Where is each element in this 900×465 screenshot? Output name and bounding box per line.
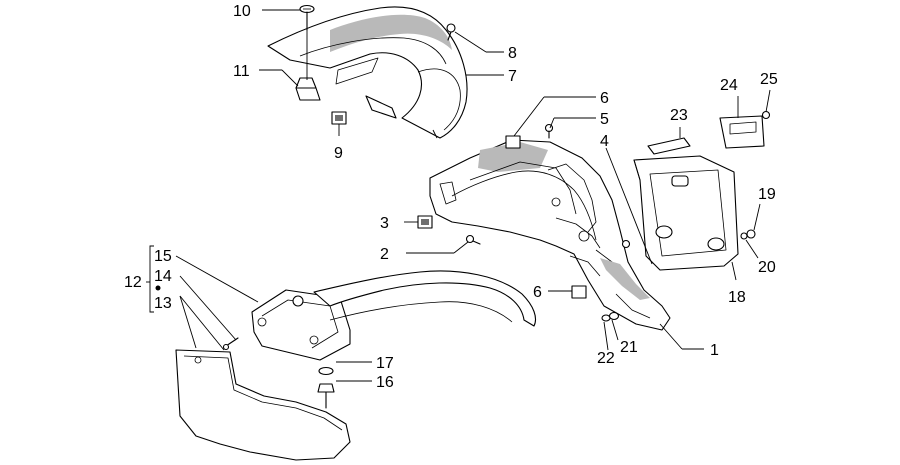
callout-12: 12 [124,274,142,291]
part-clip-6-upper [505,135,521,149]
part-screw-4 [621,239,631,249]
callout-labels: 1 2 3 4 5 6 6 7 8 9 10 11 12 13 14 15 16… [124,3,778,391]
part-screw-5 [544,123,554,139]
callout-24: 24 [720,77,738,94]
callout-25: 25 [760,71,778,88]
part-screw-19-20 [740,229,756,240]
callout-5: 5 [600,111,609,128]
part-screw-10 [299,4,315,31]
part-washer-21-22 [601,311,620,322]
callout-10: 10 [233,3,251,20]
callout-8: 8 [508,45,517,62]
part-clip-9 [331,111,347,125]
bullet-dot [155,285,161,291]
part-screw-25 [761,110,771,120]
part-clip-3 [417,215,433,229]
leader-lines [146,9,771,382]
part-washer-17 [318,366,334,376]
part-rear-mudguard [429,139,671,331]
callout-11: 11 [233,63,250,80]
callout-18: 18 [728,289,746,306]
part-clip-nut-11 [295,77,321,101]
callout-13: 13 [154,295,172,312]
part-seat-cover [267,6,468,139]
callout-20: 20 [758,259,776,276]
part-bolt-16 [317,383,335,409]
part-mud-flap [175,349,351,461]
callout-19: 19 [758,186,776,203]
part-reflector-23 [647,137,691,155]
part-plate-light-24 [719,115,765,149]
part-screw-8 [446,23,456,41]
part-license-plate-holder [633,155,739,271]
callout-21: 21 [620,339,638,356]
callout-3: 3 [380,215,389,232]
callout-22: 22 [597,350,615,367]
callout-16: 16 [376,374,394,391]
callout-17: 17 [376,355,394,372]
callout-14: 14 [154,268,172,285]
callout-6-lower: 6 [533,284,542,301]
callout-4: 4 [600,133,609,150]
callout-23: 23 [670,107,688,124]
part-clip-6-lower [571,285,587,299]
part-screw-2 [465,234,481,245]
callout-7: 7 [508,68,517,85]
part-rear-support-bracket [251,270,537,361]
callout-9: 9 [334,145,343,162]
callout-2: 2 [380,246,389,263]
callout-15: 15 [154,248,172,265]
callout-6-upper: 6 [600,90,609,107]
callout-1: 1 [710,342,719,359]
